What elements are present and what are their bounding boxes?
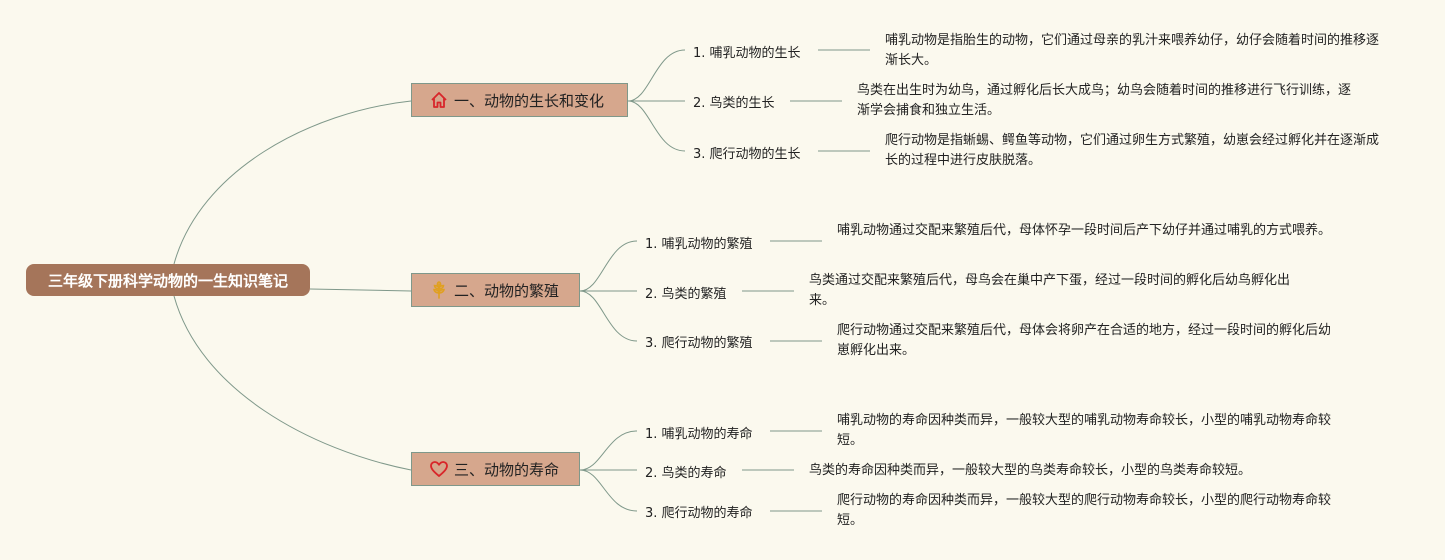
item-bird-reproduction[interactable]: 2. 鸟类的繁殖 — [645, 287, 727, 302]
connector-root-branch-1 — [173, 100, 412, 265]
desc-bird-growth: 鸟类在出生时为幼鸟，通过孵化后长大成鸟；幼鸟会随着时间的推移进行飞行训练，逐渐学… — [857, 83, 1352, 118]
connector-b1-item-3 — [627, 100, 686, 152]
branch-reproduction-label: 二、动物的繁殖 — [454, 281, 560, 300]
item-reptile-reproduction[interactable]: 3. 爬行动物的繁殖 — [645, 336, 753, 351]
item-mammal-lifespan[interactable]: 1. 哺乳动物的寿命 — [645, 427, 753, 442]
item-bird-growth[interactable]: 2. 鸟类的生长 — [693, 96, 775, 111]
branch-lifespan[interactable]: 三、动物的寿命 — [411, 452, 580, 486]
item-mammal-reproduction[interactable]: 1. 哺乳动物的繁殖 — [645, 237, 753, 252]
item-mammal-growth[interactable]: 1. 哺乳动物的生长 — [693, 46, 801, 61]
connector-b3-item-3 — [579, 469, 638, 512]
desc-reptile-reproduction: 爬行动物通过交配来繁殖后代，母体会将卵产在合适的地方，经过一段时间的孵化后幼崽孵… — [837, 323, 1332, 358]
root-topic-label: 三年级下册科学动物的一生知识笔记 — [47, 271, 288, 290]
heart-icon — [429, 459, 449, 479]
item-reptile-lifespan[interactable]: 3. 爬行动物的寿命 — [645, 506, 753, 521]
desc-mammal-growth: 哺乳动物是指胎生的动物，它们通过母亲的乳汁来喂养幼仔，幼仔会随着时间的推移逐渐长… — [885, 33, 1380, 68]
desc-mammal-lifespan: 哺乳动物的寿命因种类而异，一般较大型的哺乳动物寿命较长，小型的哺乳动物寿命较短。 — [837, 413, 1332, 448]
connector-b2-item-3 — [579, 290, 638, 342]
branch-growth[interactable]: 一、动物的生长和变化 — [411, 83, 628, 117]
house-icon — [429, 90, 449, 110]
branch-growth-label: 一、动物的生长和变化 — [454, 91, 605, 110]
connector-b1-item-1 — [627, 49, 686, 102]
desc-mammal-reproduction: 哺乳动物通过交配来繁殖后代，母体怀孕一段时间后产下幼仔并通过哺乳的方式喂养。 — [837, 223, 1332, 238]
desc-bird-reproduction: 鸟类通过交配来繁殖后代，母鸟会在巢中产下蛋，经过一段时间的孵化后幼鸟孵化出来。 — [809, 273, 1291, 308]
desc-bird-lifespan: 鸟类的寿命因种类而异，一般较大型的鸟类寿命较长，小型的鸟类寿命较短。 — [809, 463, 1252, 478]
desc-reptile-growth: 爬行动物是指蜥蜴、鳄鱼等动物，它们通过卵生方式繁殖，幼崽会经过孵化并在逐渐成长的… — [885, 133, 1380, 168]
item-bird-lifespan[interactable]: 2. 鸟类的寿命 — [645, 466, 727, 481]
connector-b2-item-1 — [579, 240, 638, 292]
connector-root-branch-3 — [173, 295, 412, 471]
root-topic[interactable]: 三年级下册科学动物的一生知识笔记 — [26, 264, 310, 296]
connector-root-branch-2 — [309, 288, 412, 292]
branch-lifespan-label: 三、动物的寿命 — [454, 460, 560, 479]
connector-b3-item-1 — [579, 430, 638, 471]
branch-reproduction[interactable]: 二、动物的繁殖 — [411, 273, 580, 307]
item-reptile-growth[interactable]: 3. 爬行动物的生长 — [693, 147, 801, 162]
wheat-icon — [429, 280, 449, 300]
desc-reptile-lifespan: 爬行动物的寿命因种类而异，一般较大型的爬行动物寿命较长，小型的爬行动物寿命较短。 — [837, 493, 1332, 528]
